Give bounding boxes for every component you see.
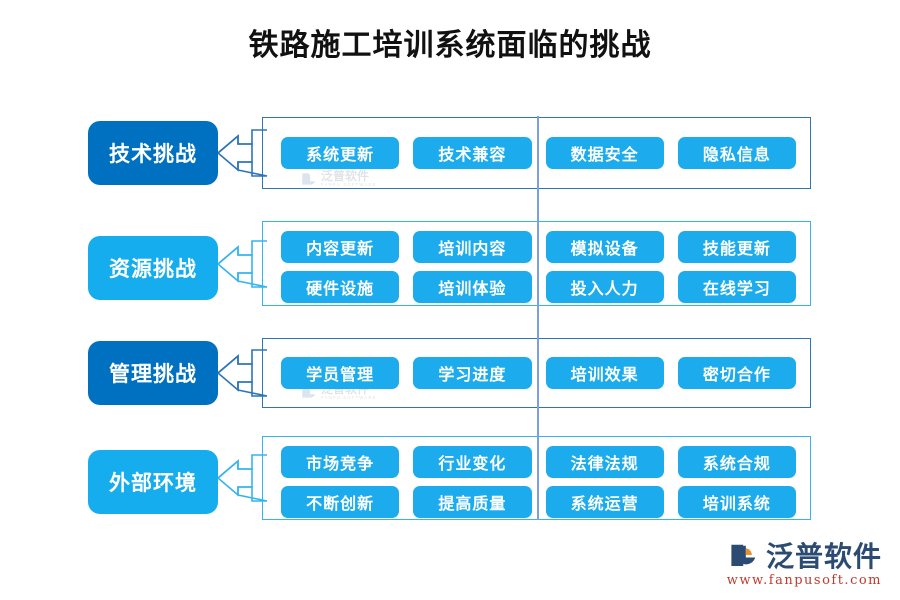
item-pill-text: 培训体验 [438, 279, 507, 298]
brand-name-text: 泛普软件 [765, 540, 882, 573]
item-pill-text: 培训系统 [702, 494, 771, 513]
item-pill-text: 内容更新 [306, 239, 375, 258]
row-4-container-box [262, 436, 811, 520]
category-label-2-text: 资源挑战 [109, 256, 197, 281]
item-pill[interactable]: 技能更新 [677, 231, 796, 263]
item-pill-text: 在线学习 [702, 279, 771, 298]
item-pill[interactable]: 培训效果 [545, 357, 664, 389]
item-pill[interactable]: 学习进度 [413, 357, 532, 389]
item-pill-text: 模拟设备 [570, 239, 639, 258]
brand-url-text: www.fanpusoft.com [726, 573, 882, 588]
item-pill-text: 市场竞争 [306, 454, 375, 473]
item-pill[interactable]: 系统合规 [677, 446, 796, 478]
item-pill[interactable]: 模拟设备 [545, 231, 664, 263]
item-pill-text: 数据安全 [570, 145, 639, 164]
item-pill-text: 技能更新 [702, 239, 771, 258]
item-pill[interactable]: 密切合作 [677, 357, 796, 389]
category-label-4-text: 外部环境 [109, 470, 197, 495]
item-pill-text: 法律法规 [570, 454, 639, 473]
item-pill[interactable]: 在线学习 [677, 271, 796, 303]
item-pill[interactable]: 培训系统 [677, 486, 796, 518]
page-title: 铁路施工培训系统面临的挑战 [248, 28, 652, 63]
item-pill[interactable]: 市场竞争 [281, 446, 400, 478]
item-pill[interactable]: 行业变化 [413, 446, 532, 478]
item-pill-text: 不断创新 [306, 494, 375, 513]
item-pill-text: 隐私信息 [702, 145, 771, 164]
item-pill[interactable]: 学员管理 [281, 357, 400, 389]
item-pill[interactable]: 提高质量 [413, 486, 532, 518]
item-pill[interactable]: 培训内容 [413, 231, 532, 263]
item-pill-text: 投入人力 [570, 279, 639, 298]
item-pill-text: 学习进度 [438, 365, 507, 384]
item-pill[interactable]: 隐私信息 [677, 137, 796, 169]
vertical-divider [537, 116, 539, 520]
item-pill[interactable]: 系统更新 [281, 137, 400, 169]
item-pill[interactable]: 法律法规 [545, 446, 664, 478]
item-pill-text: 技术兼容 [438, 145, 507, 164]
item-pill-text: 硬件设施 [306, 279, 375, 298]
item-pill[interactable]: 内容更新 [281, 231, 400, 263]
category-label-1[interactable]: 技术挑战 [88, 121, 218, 185]
row-4-items: 市场竞争 行业变化 法律法规 系统合规 不断创新 提高质量 系统运营 培训系统 [281, 446, 796, 518]
item-pill-text: 行业变化 [438, 454, 507, 473]
item-pill-text: 系统合规 [702, 454, 771, 473]
row-4-arrow-icon [216, 454, 268, 502]
category-label-1-text: 技术挑战 [109, 141, 197, 166]
item-pill-text: 学员管理 [306, 365, 375, 384]
row-3-arrow-icon [216, 349, 268, 397]
item-pill[interactable]: 硬件设施 [281, 271, 400, 303]
row-3-container-box [262, 338, 811, 408]
item-pill[interactable]: 不断创新 [281, 486, 400, 518]
category-label-2[interactable]: 资源挑战 [88, 236, 218, 300]
row-2-arrow-icon [216, 240, 268, 288]
category-label-3[interactable]: 管理挑战 [88, 341, 218, 405]
row-1-arrow-icon [216, 129, 268, 177]
brand-logo: 泛普软件 www.fanpusoft.com [727, 535, 882, 588]
item-pill-text: 系统运营 [570, 494, 639, 513]
row-3-items: 学员管理 学习进度 培训效果 密切合作 [281, 357, 796, 389]
item-pill-text: 培训内容 [438, 239, 507, 258]
row-2-items: 内容更新 培训内容 模拟设备 技能更新 硬件设施 培训体验 投入人力 在线学习 [281, 231, 796, 303]
category-label-4[interactable]: 外部环境 [88, 450, 218, 514]
item-pill-text: 培训效果 [570, 365, 639, 384]
item-pill-text: 密切合作 [702, 365, 771, 384]
row-1-items: 系统更新 技术兼容 数据安全 隐私信息 [281, 137, 796, 169]
item-pill[interactable]: 技术兼容 [413, 137, 532, 169]
item-pill[interactable]: 系统运营 [545, 486, 664, 518]
item-pill-text: 系统更新 [306, 145, 375, 164]
category-label-3-text: 管理挑战 [109, 361, 197, 386]
fanpu-swirl-logo-icon [731, 544, 756, 567]
item-pill[interactable]: 数据安全 [545, 137, 664, 169]
item-pill[interactable]: 培训体验 [413, 271, 532, 303]
row-1-container-box [262, 117, 811, 189]
item-pill[interactable]: 投入人力 [545, 271, 664, 303]
item-pill-text: 提高质量 [438, 494, 507, 513]
row-2-container-box [262, 221, 811, 306]
